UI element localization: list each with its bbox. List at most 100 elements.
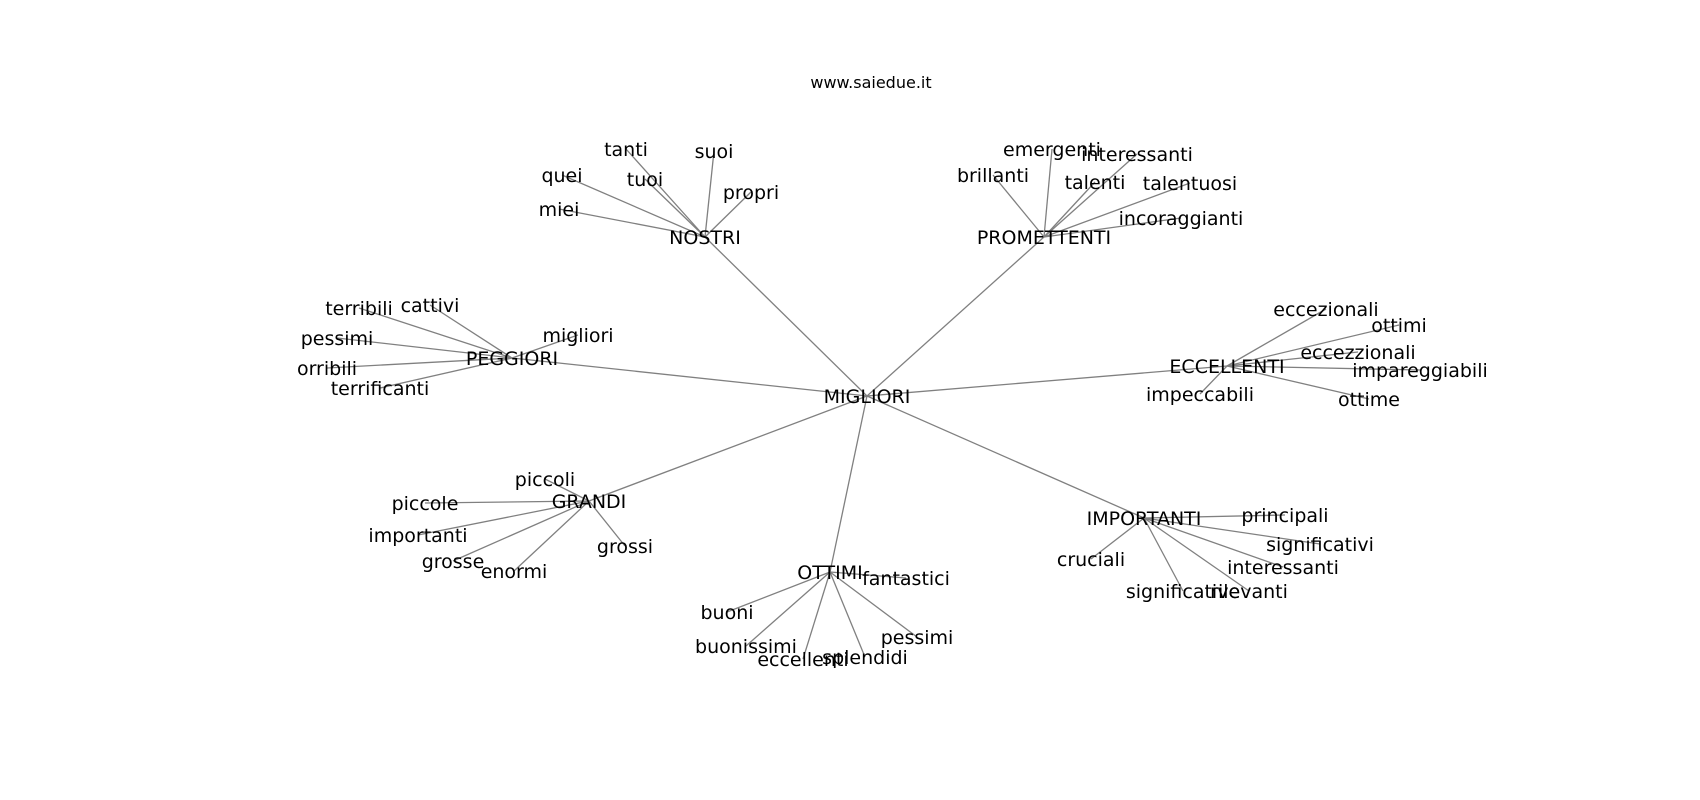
edge-hub-4-leaf-2 [417, 500, 590, 536]
leaf-label: grosse [422, 551, 485, 573]
edge-hub-1-leaf-0 [1043, 148, 1053, 238]
edge-hub-2-leaf-2 [336, 337, 513, 359]
edge-hub-0-leaf-1 [704, 150, 715, 238]
graph-title: www.saiedue.it [810, 73, 931, 92]
leaf-label: terribili [325, 298, 393, 320]
node-labels: tanti suoi quei tuoi propri miei emergenti bril… [297, 139, 1488, 671]
leaf-label: cattivi [401, 295, 460, 317]
edge-hub-5-leaf-3 [829, 571, 918, 638]
leaf-label: splendidi [822, 647, 908, 669]
leaf-label: tuoi [627, 169, 663, 191]
edge-center-hub-6 [866, 395, 1145, 519]
leaf-label: propri [723, 182, 779, 204]
leaf-label: incoraggianti [1119, 208, 1244, 230]
leaf-label: principali [1241, 505, 1328, 527]
leaf-label: eccezionali [1273, 299, 1378, 321]
leaf-label: significativi [1266, 534, 1374, 556]
leaf-label: talentuosi [1143, 173, 1237, 195]
leaf-label: buonissimi [695, 636, 797, 658]
edge-center-hub-1 [866, 236, 1045, 397]
edge-hub-3-leaf-1 [1226, 324, 1400, 367]
leaf-label: pessimi [881, 627, 954, 649]
edge-hub-1-leaf-3 [1043, 181, 1096, 238]
leaf-label: enormi [481, 561, 548, 583]
leaf-label: rilevanti [1210, 581, 1288, 603]
edge-hub-0-leaf-0 [625, 148, 706, 238]
leaf-label: impareggiabili [1352, 360, 1488, 382]
edge-hub-4-leaf-3 [452, 500, 590, 562]
edge-hub-5-leaf-5 [829, 571, 866, 658]
edge-hub-1-leaf-2 [1043, 153, 1138, 238]
edge-hub-0-leaf-3 [644, 178, 706, 238]
leaf-label: piccoli [515, 469, 575, 491]
edge-hub-5-leaf-2 [745, 571, 831, 647]
hub-label: NOSTRI [669, 227, 741, 249]
edge-hub-3-leaf-3 [1226, 365, 1421, 371]
leaf-label: interessanti [1227, 557, 1339, 579]
leaf-label: buoni [700, 602, 753, 624]
leaf-label: terrificanti [331, 378, 430, 400]
hub-label: PEGGIORI [466, 348, 558, 370]
leaf-label: tanti [604, 139, 648, 161]
leaf-label: migliori [542, 325, 613, 347]
center-label: MIGLIORI [824, 386, 911, 408]
edge-center-hub-5 [829, 395, 868, 573]
edge-hub-0-leaf-2 [561, 174, 706, 238]
edge-hub-4-leaf-4 [513, 500, 590, 572]
leaf-label: impeccabili [1146, 384, 1254, 406]
hub-label: IMPORTANTI [1087, 508, 1202, 530]
edge-hub-1-leaf-4 [1043, 182, 1191, 238]
edge-center-hub-2 [511, 357, 868, 397]
edge-hub-3-leaf-5 [1226, 365, 1370, 400]
leaf-label: cruciali [1057, 549, 1125, 571]
edge-hub-5-leaf-0 [829, 571, 907, 579]
edge-hub-6-leaf-0 [1143, 514, 1286, 519]
edge-hub-3-leaf-4 [1199, 365, 1228, 395]
edge-hub-6-leaf-5 [1143, 517, 1250, 592]
edge-center-hub-4 [588, 395, 868, 502]
edge-hub-6-leaf-2 [1090, 517, 1145, 560]
edge-hub-6-leaf-3 [1143, 517, 1284, 568]
leaf-label: eccezzionali [1300, 342, 1415, 364]
leaf-label: interessanti [1081, 144, 1193, 166]
edge-hub-2-leaf-1 [429, 304, 513, 359]
edge-hub-3-leaf-2 [1226, 351, 1359, 367]
edge-hub-2-leaf-4 [326, 357, 513, 369]
leaf-label: piccole [392, 493, 459, 515]
edges [326, 148, 1421, 660]
edge-hub-4-leaf-5 [588, 500, 626, 547]
edge-hub-1-leaf-5 [1043, 217, 1182, 238]
leaf-label: ottimi [1371, 315, 1427, 337]
leaf-label: eccellenti [757, 649, 848, 671]
leaf-label: fantastici [862, 568, 950, 590]
edge-center-hub-3 [866, 365, 1228, 397]
leaf-label: suoi [695, 141, 734, 163]
leaf-label: brillanti [957, 165, 1029, 187]
edge-hub-0-leaf-5 [558, 208, 706, 238]
leaf-label: miei [539, 199, 580, 221]
edge-hub-2-leaf-0 [358, 307, 513, 359]
leaf-label: importanti [368, 525, 467, 547]
edge-hub-4-leaf-0 [544, 478, 590, 502]
edge-hub-0-leaf-4 [704, 191, 752, 238]
edge-hub-6-leaf-1 [1143, 517, 1321, 545]
hub-label: OTTIMI [797, 562, 862, 584]
edge-hub-2-leaf-3 [511, 334, 579, 359]
edge-hub-5-leaf-4 [802, 571, 831, 660]
edge-hub-6-leaf-4 [1143, 517, 1184, 592]
leaf-label: quei [541, 165, 582, 187]
edge-hub-4-leaf-1 [424, 500, 590, 504]
hub-label: ECCELLENTI [1169, 356, 1284, 378]
leaf-label: emergenti [1003, 139, 1101, 161]
leaf-label: ottime [1338, 389, 1400, 411]
leaf-label: talenti [1065, 172, 1126, 194]
edge-center-hub-0 [704, 236, 868, 397]
edge-hub-1-leaf-1 [992, 174, 1045, 238]
leaf-label: orribili [297, 358, 357, 380]
edge-hub-2-leaf-5 [379, 357, 513, 389]
edge-hub-3-leaf-0 [1226, 308, 1327, 367]
leaf-label: pessimi [301, 328, 374, 350]
leaf-label: grossi [597, 536, 653, 558]
